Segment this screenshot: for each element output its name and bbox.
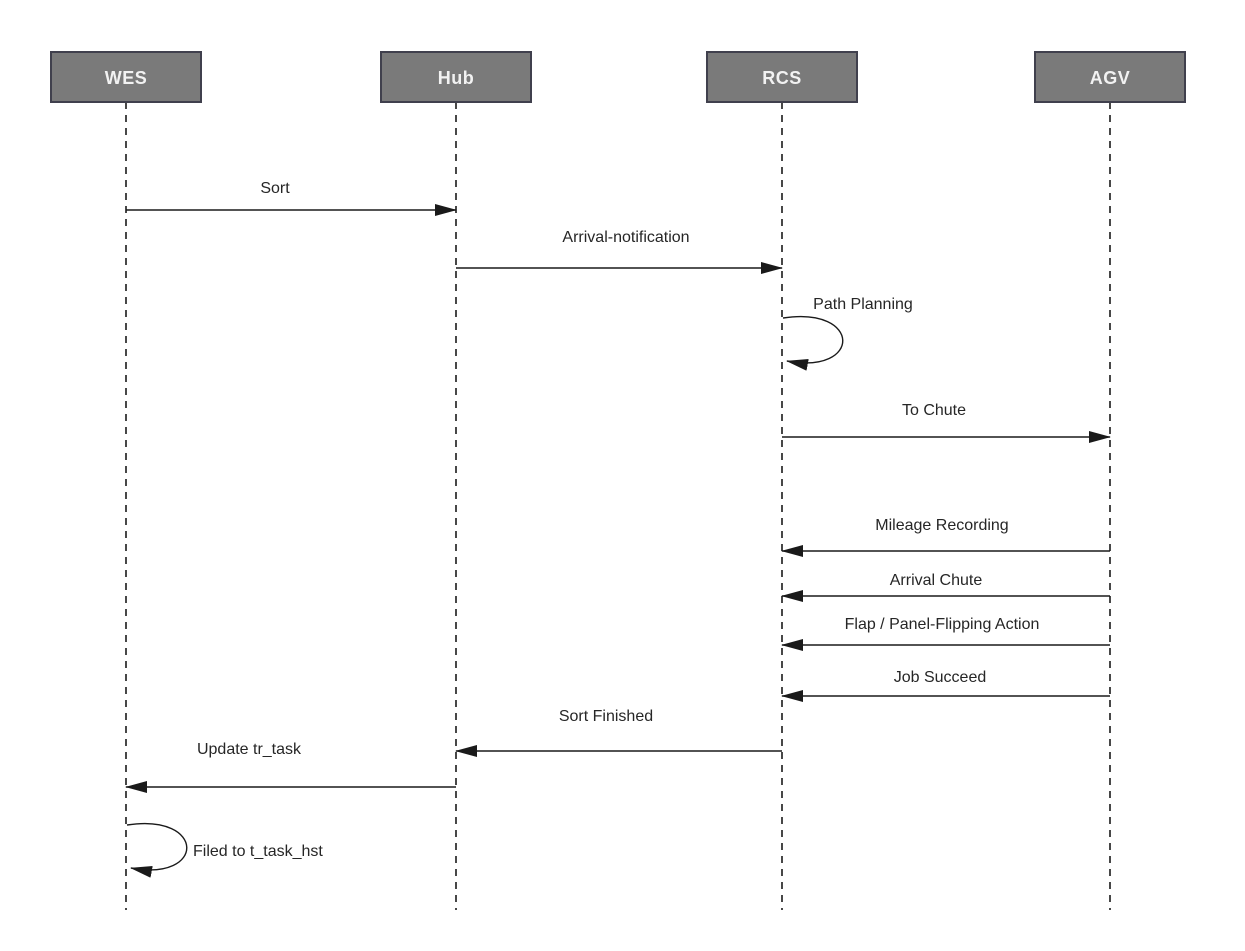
message-arrival-chute-label: Arrival Chute xyxy=(890,572,983,589)
actor-box-hub xyxy=(380,51,532,103)
message-sort: Sort xyxy=(126,180,457,216)
message-flap-panel-flipping-action: Flap / Panel-Flipping Action xyxy=(781,616,1110,651)
message-job-succeed-label: Job Succeed xyxy=(894,669,987,686)
actor-box-wes xyxy=(50,51,202,103)
actor-label-wes: WES xyxy=(105,68,148,88)
message-path-planning-label: Path Planning xyxy=(813,296,913,313)
message-sort-label: Sort xyxy=(260,180,290,197)
actor-rcs: RCS xyxy=(706,51,858,103)
message-sort-finished: Sort Finished xyxy=(455,708,782,757)
actor-label-hub: Hub xyxy=(438,68,475,88)
message-arrival-notification-label: Arrival-notification xyxy=(562,229,689,246)
actor-label-agv: AGV xyxy=(1090,68,1131,88)
message-to-chute: To Chute xyxy=(782,402,1111,443)
message-to-chute-label: To Chute xyxy=(902,402,966,419)
message-path-planning: Path Planning xyxy=(782,296,913,371)
actor-label-rcs: RCS xyxy=(762,68,802,88)
message-mileage-recording: Mileage Recording xyxy=(781,517,1110,557)
message-sort-finished-label: Sort Finished xyxy=(559,708,653,725)
message-update-tr-task: Update tr_task xyxy=(125,741,456,793)
message-filed-to-t-task-hst-loop xyxy=(126,822,188,878)
actor-box-agv xyxy=(1034,51,1186,103)
message-job-succeed: Job Succeed xyxy=(781,669,1110,702)
message-arrival-chute: Arrival Chute xyxy=(781,572,1110,602)
message-filed-to-t-task-hst: Filed to t_task_hst xyxy=(126,822,323,878)
message-filed-to-t-task-hst-label: Filed to t_task_hst xyxy=(193,843,323,860)
actor-hub: Hub xyxy=(380,51,532,103)
message-mileage-recording-label: Mileage Recording xyxy=(875,517,1008,534)
message-arrival-notification: Arrival-notification xyxy=(456,229,783,274)
actor-agv: AGV xyxy=(1034,51,1186,103)
message-path-planning-loop xyxy=(782,315,844,371)
actor-wes: WES xyxy=(50,51,202,103)
actor-box-rcs xyxy=(706,51,858,103)
message-flap-panel-flipping-action-label: Flap / Panel-Flipping Action xyxy=(845,616,1040,633)
message-update-tr-task-label: Update tr_task xyxy=(197,741,302,758)
